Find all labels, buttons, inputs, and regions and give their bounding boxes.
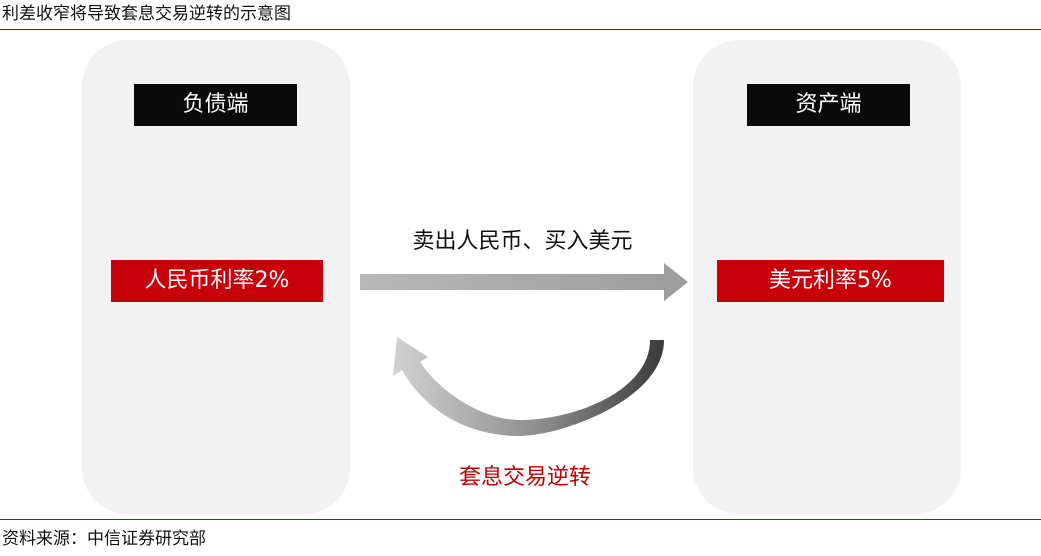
bottom-divider — [0, 519, 1041, 520]
forward-arrow — [360, 263, 688, 301]
top-divider — [0, 29, 1041, 30]
forward-flow-label: 卖出人民币、买入美元 — [412, 229, 633, 254]
figure-title: 利差收窄将导致套息交易逆转的示意图 — [2, 4, 291, 24]
usd-rate-box: 美元利率5% — [717, 260, 944, 302]
asset-header: 资产端 — [747, 84, 910, 126]
rmb-rate-box: 人民币利率2% — [111, 260, 323, 302]
liability-header: 负债端 — [134, 84, 297, 126]
reverse-flow-label: 套息交易逆转 — [458, 465, 591, 490]
source-note: 资料来源：中信证券研究部 — [2, 529, 206, 549]
reverse-curve-arrow — [393, 337, 664, 436]
